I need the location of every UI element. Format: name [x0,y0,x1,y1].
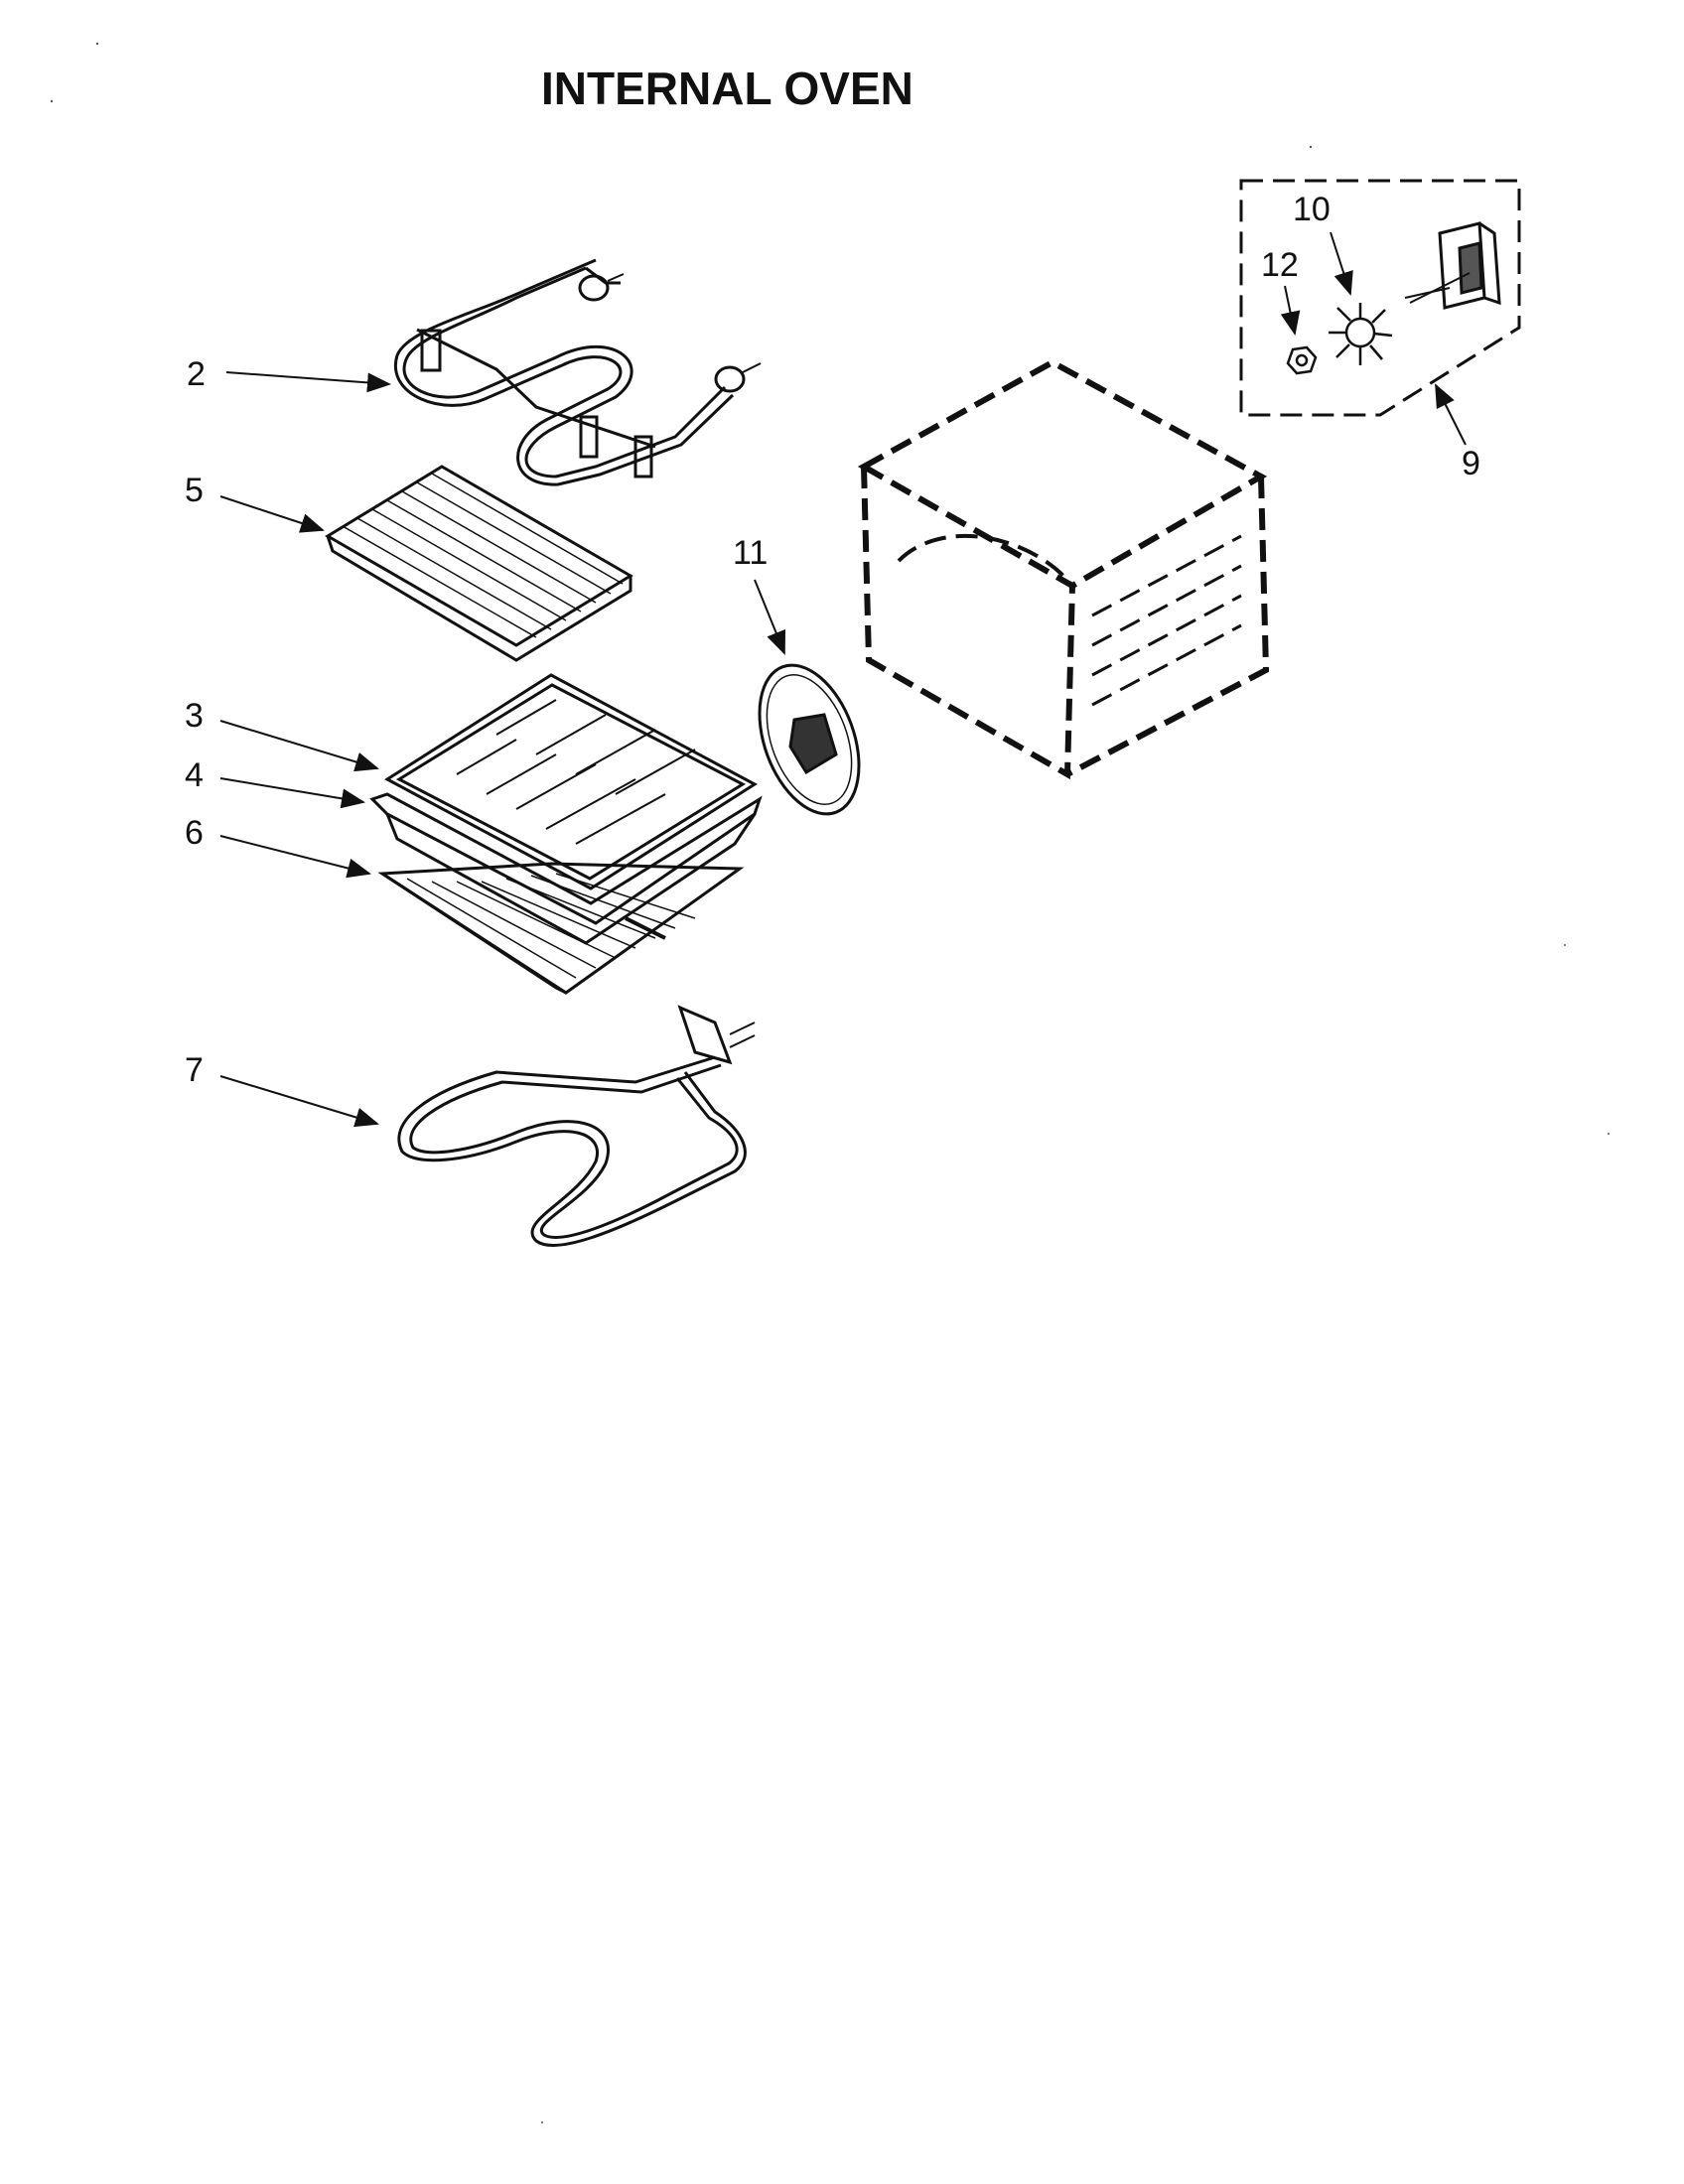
callout-3: 3 [185,697,204,735]
leader-5 [219,495,325,533]
leader-6 [219,835,371,879]
oven-shelf-part [325,465,633,662]
fan-motor-assembly-box [1239,179,1521,417]
callout-5: 5 [185,472,204,509]
leader-10 [1330,231,1353,296]
leader-7 [219,1075,379,1128]
callout-labels: 2 5 3 4 6 7 11 10 12 9 [185,191,1480,1089]
oven-rack-part [377,862,745,995]
callout-12: 12 [1261,246,1299,284]
callout-10: 10 [1293,191,1331,228]
fan-cover-part [758,663,861,816]
fan-blade-part [1329,303,1393,365]
bake-element-part [397,1005,756,1247]
diagram-title: INTERNAL OVEN [541,63,913,114]
callout-7: 7 [185,1051,204,1089]
leader-4 [219,777,365,809]
broiler-grid-part [384,673,758,890]
leader-2 [225,371,391,393]
leader-3 [219,720,379,772]
callout-4: 4 [185,756,204,794]
callout-9: 9 [1462,445,1480,482]
oven-cavity-outline [857,358,1270,780]
callout-2: 2 [187,355,206,393]
callout-11: 11 [733,534,768,572]
leader-9 [1435,383,1467,446]
callout-6: 6 [185,814,204,852]
upper-heating-element-part [393,258,762,486]
leader-11 [754,579,786,655]
scan-specks [50,42,1610,2123]
nut-part [1286,345,1318,375]
callout-leaders [219,231,1467,1128]
fan-motor-part [1404,221,1501,310]
leader-12 [1280,285,1301,336]
